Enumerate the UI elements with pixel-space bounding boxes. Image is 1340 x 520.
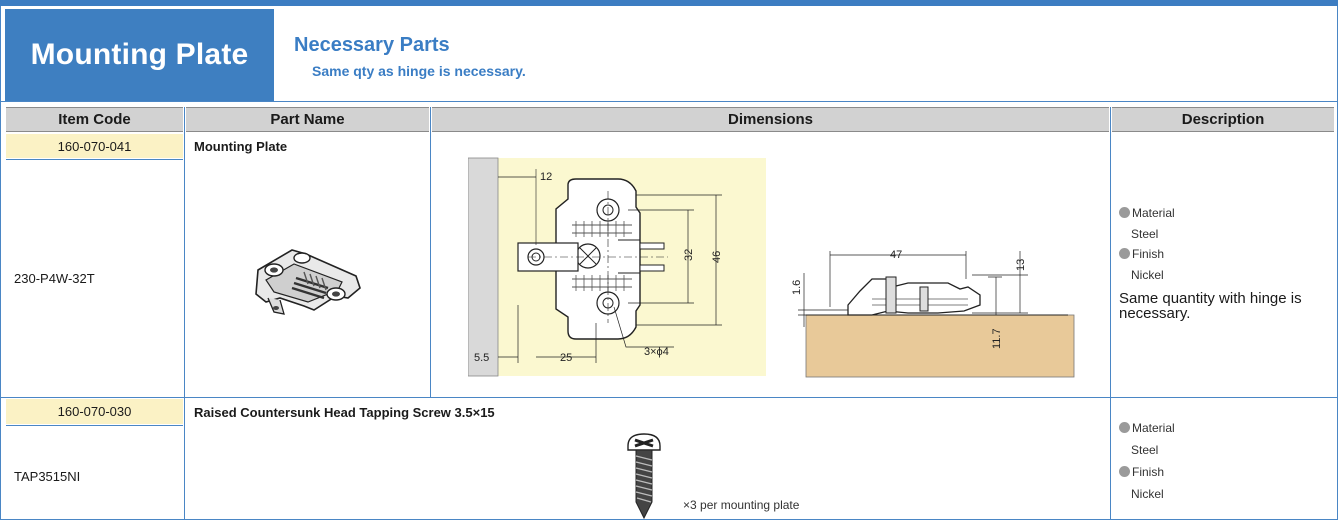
code-divider [6,159,183,160]
grid-line [430,107,431,397]
material-value: Steel [1131,443,1159,457]
dim-47: 47 [890,249,902,261]
col-header-description: Description [1112,107,1334,132]
necessary-parts-title: Necessary Parts [294,34,450,56]
dim-1-6: 1.6 [791,280,803,295]
material-label: Material [1119,421,1175,435]
description-note: Same quantity with hinge is necessary. [1119,290,1302,322]
finish-value: Nickel [1131,268,1164,282]
item-code-secondary: TAP3515NI [14,469,81,484]
item-code-primary: 160-070-041 [6,134,183,158]
item-code-primary: 160-070-030 [6,399,183,424]
col-header-dimensions: Dimensions [432,107,1109,132]
dim-25: 25 [560,352,572,364]
dim-12: 12 [540,171,552,183]
part-name: Mounting Plate [194,139,288,154]
bullet-icon [1119,248,1130,259]
dim-13: 13 [1015,259,1027,271]
screw-image [627,433,661,520]
dim-5-5: 5.5 [474,352,489,364]
part-name: Raised Countersunk Head Tapping Screw 3.… [194,405,495,420]
top-band [0,0,1338,6]
finish-label: Finish [1119,247,1164,261]
bullet-icon [1119,207,1130,218]
quantity-note: ×3 per mounting plate [683,498,800,512]
bullet-icon [1119,466,1130,477]
grid-line [184,107,185,520]
code-divider [6,425,183,426]
col-header-part-name: Part Name [186,107,429,132]
dim-holes: 3×ϕ4 [644,346,669,358]
mounting-plate-image [255,249,361,315]
dim-32: 32 [683,249,695,261]
material-value: Steel [1131,227,1159,241]
finish-value: Nickel [1131,487,1164,501]
side-panel [805,314,1075,378]
necessary-parts-subtitle: Same qty as hinge is necessary. [312,63,526,79]
header-divider [0,101,1338,102]
finish-label: Finish [1119,465,1164,479]
grid-line [1110,107,1111,520]
row-divider [0,397,1338,398]
dim-11-7: 11.7 [991,328,1003,349]
page-title: Mounting Plate [30,38,249,71]
bullet-icon [1119,422,1130,433]
dimension-drawing: 12 32 46 5.5 25 3×ϕ4 47 13 11.7 1.6 [468,157,1075,378]
item-code-secondary: 230-P4W-32T [14,271,95,286]
title-box: Mounting Plate [5,9,274,101]
cabinet-side [468,157,499,377]
col-header-item-code: Item Code [6,107,183,132]
material-label: Material [1119,206,1175,220]
dim-46: 46 [711,251,723,263]
